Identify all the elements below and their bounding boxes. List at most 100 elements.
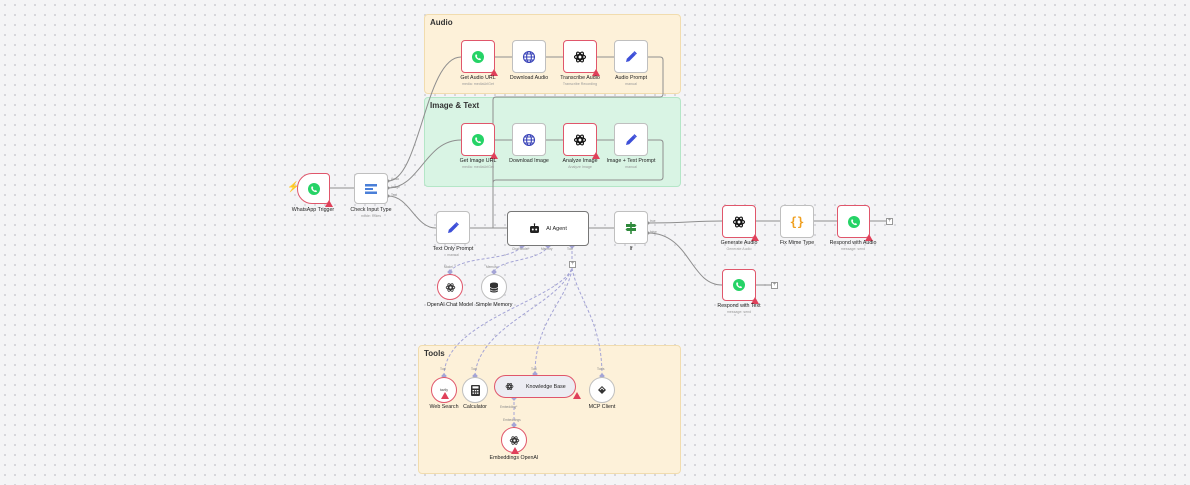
add-after-respond-text-button[interactable]: + — [771, 282, 778, 289]
fix-mime-type-node[interactable]: {} — [780, 205, 814, 238]
respond-with-audio-sub: message: send — [840, 247, 866, 251]
get-audio-url-sub: media: mediaUrlGet — [462, 82, 494, 86]
knowledge-base-label: Knowledge Base — [526, 383, 566, 390]
openai-chat-model-label: OpenAI Chat Model — [426, 302, 474, 308]
check-input-type-node[interactable] — [354, 173, 388, 204]
add-tool-button[interactable]: + — [569, 261, 576, 268]
add-after-respond-audio-button[interactable]: + — [886, 218, 893, 225]
tools-group-title: Tools — [424, 349, 445, 358]
text-only-prompt-node[interactable] — [436, 211, 470, 244]
get-image-url-node[interactable] — [461, 123, 498, 159]
openai-icon — [573, 133, 587, 147]
check-output-audio: Audio — [391, 177, 400, 181]
warning-icon — [865, 234, 873, 241]
mcp-icon — [597, 385, 607, 395]
bolt-icon: ⚡ — [287, 182, 300, 193]
audio-prompt-node[interactable] — [614, 40, 648, 73]
download-image-label: Download Image — [509, 158, 549, 164]
whatsapp-icon — [847, 215, 861, 229]
globe-icon — [522, 50, 536, 64]
database-icon — [489, 282, 499, 293]
download-audio-node[interactable] — [512, 40, 546, 73]
warning-icon — [573, 392, 581, 399]
openai-chat-model-port: Model — [444, 265, 453, 269]
openai-icon — [505, 382, 514, 391]
respond-with-text-node[interactable] — [722, 269, 759, 304]
respond-with-text-label: Respond with Text — [717, 303, 761, 309]
get-audio-url-node[interactable] — [461, 40, 498, 76]
warning-icon — [490, 69, 498, 76]
wire-audioprompt-agent — [492, 56, 664, 229]
fix-mime-type-label: Fix Mime Type — [779, 240, 815, 246]
wire-if-generate — [647, 220, 723, 224]
warning-icon — [751, 234, 759, 241]
whatsapp-icon — [471, 50, 485, 64]
mcp-client-port: Tools — [597, 367, 605, 371]
analyze-image-label: Analyze Image — [562, 158, 598, 164]
warning-icon — [592, 152, 600, 159]
whatsapp-trigger-node[interactable] — [297, 173, 333, 207]
warning-icon — [441, 392, 449, 399]
get-audio-url-label: Get Audio URL — [460, 75, 496, 81]
transcribe-audio-node[interactable] — [563, 40, 600, 76]
embeddings-openai-node[interactable] — [501, 427, 527, 454]
respond-with-audio-label: Respond with Audio — [829, 240, 877, 246]
get-image-url-label: Get Image URL — [459, 158, 497, 164]
text-only-prompt-sub: manual — [447, 253, 459, 257]
if-node[interactable] — [614, 211, 648, 244]
whatsapp-icon — [732, 278, 746, 292]
respond-with-audio-node[interactable] — [837, 205, 873, 241]
text-only-prompt-label: Text Only Prompt — [432, 246, 474, 252]
pencil-icon — [446, 221, 460, 235]
warning-icon — [751, 297, 759, 304]
image-text-prompt-node[interactable] — [614, 123, 648, 156]
globe-icon — [522, 133, 536, 147]
calculator-node[interactable] — [462, 377, 488, 403]
if-output-true: true — [650, 219, 656, 223]
robot-icon — [529, 223, 540, 234]
web-search-node[interactable]: tavily — [431, 377, 457, 403]
generate-audio-sub: Generate Audio — [726, 247, 752, 251]
warning-icon — [511, 447, 519, 454]
embeddings-openai-port: Embeddings — [503, 418, 521, 422]
knowledge-base-node[interactable]: Knowledge Base — [494, 375, 581, 399]
calculator-icon — [470, 384, 480, 396]
get-image-url-sub: media: mediaUrlGet — [462, 165, 494, 169]
download-image-node[interactable] — [512, 123, 546, 156]
image-text-prompt-label: Image + Text Prompt — [606, 158, 656, 164]
openai-icon — [509, 435, 520, 446]
openai-chat-model-node[interactable] — [437, 274, 463, 300]
wire-model-agent — [449, 245, 523, 273]
whatsapp-trigger-label: WhatsApp Trigger — [291, 207, 335, 213]
wire-calculator-tool — [474, 267, 573, 377]
agent-port-tool: Tool — [567, 247, 573, 251]
mcp-client-node[interactable] — [589, 377, 615, 403]
tools-group[interactable]: Tools — [418, 345, 681, 474]
wire-if-respondtext — [647, 232, 723, 286]
knowledge-base-embedding-port: Embedding* — [500, 405, 518, 409]
signpost-icon — [624, 221, 638, 235]
pencil-icon — [624, 133, 638, 147]
check-input-type-label: Check Input Type — [350, 207, 392, 213]
check-output-image: Image — [391, 185, 400, 189]
audio-group-title: Audio — [430, 18, 453, 27]
check-input-type-sub: mode: Rules — [360, 214, 382, 218]
ai-agent-node[interactable]: AI Agent — [507, 211, 589, 246]
simple-memory-port: Memory — [486, 265, 498, 269]
tavily-icon: tavily — [440, 388, 448, 392]
generate-audio-label: Generate Audio — [720, 240, 758, 246]
analyze-image-node[interactable] — [563, 123, 600, 159]
audio-prompt-label: Audio Prompt — [614, 75, 648, 81]
check-output-text: Text — [391, 193, 397, 197]
agent-port-memory: Memory — [541, 247, 553, 251]
wire-imageprompt-agent — [492, 139, 664, 228]
simple-memory-node[interactable] — [481, 274, 507, 300]
warning-icon — [592, 69, 600, 76]
transcribe-audio-sub: Transcribe Recording — [562, 82, 598, 86]
braces-icon: {} — [789, 214, 805, 229]
generate-audio-node[interactable] — [722, 205, 759, 241]
wire-check-audio — [387, 56, 462, 182]
whatsapp-icon — [307, 182, 321, 196]
if-label: If — [629, 246, 633, 252]
openai-icon — [732, 215, 746, 229]
